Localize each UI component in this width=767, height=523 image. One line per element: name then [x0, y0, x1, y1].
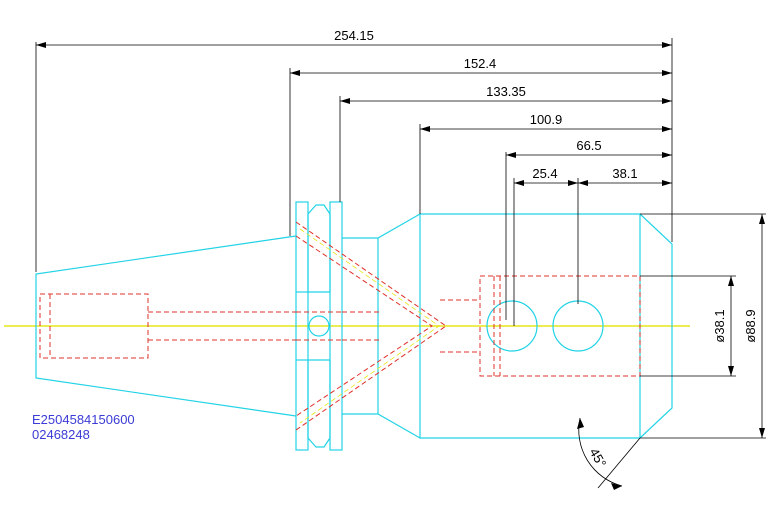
tool-bore: [479, 275, 641, 377]
dim-length-25: 25.4: [532, 166, 557, 181]
coolant-channel-lower: [295, 235, 433, 417]
groove-top: [307, 204, 331, 215]
pull-stud-bore: [39, 293, 149, 359]
dim-length-133: 133.35: [486, 84, 526, 99]
dim-chamfer-angle: 45°: [586, 445, 609, 470]
orientation-hole: [308, 315, 330, 337]
dim-length-38: 38.1: [612, 166, 637, 181]
screw-hole-1: [486, 300, 538, 352]
dim-bore-diameter: ø38.1: [712, 309, 727, 342]
dimension-arrows: [36, 42, 765, 490]
groove-bottom: [307, 437, 331, 448]
coolant-channel-upper: [295, 221, 447, 431]
dim-overall-length: 254.15: [334, 28, 374, 43]
taper-outline: [35, 235, 297, 417]
dim-length-100: 100.9: [530, 112, 563, 127]
neck-outline: [342, 213, 421, 239]
part-number-line1: E2504584150600: [32, 412, 135, 427]
flange-left: [295, 201, 309, 451]
tool-outline: [35, 201, 673, 451]
dim-length-152: 152.4: [464, 56, 497, 71]
dim-body-diameter: ø88.9: [743, 309, 758, 342]
flange-right: [329, 201, 343, 451]
part-number-line2: 02468248: [32, 427, 90, 442]
hidden-lines: [39, 221, 641, 431]
dim-length-66: 66.5: [576, 138, 601, 153]
dimension-lines: [35, 38, 766, 489]
